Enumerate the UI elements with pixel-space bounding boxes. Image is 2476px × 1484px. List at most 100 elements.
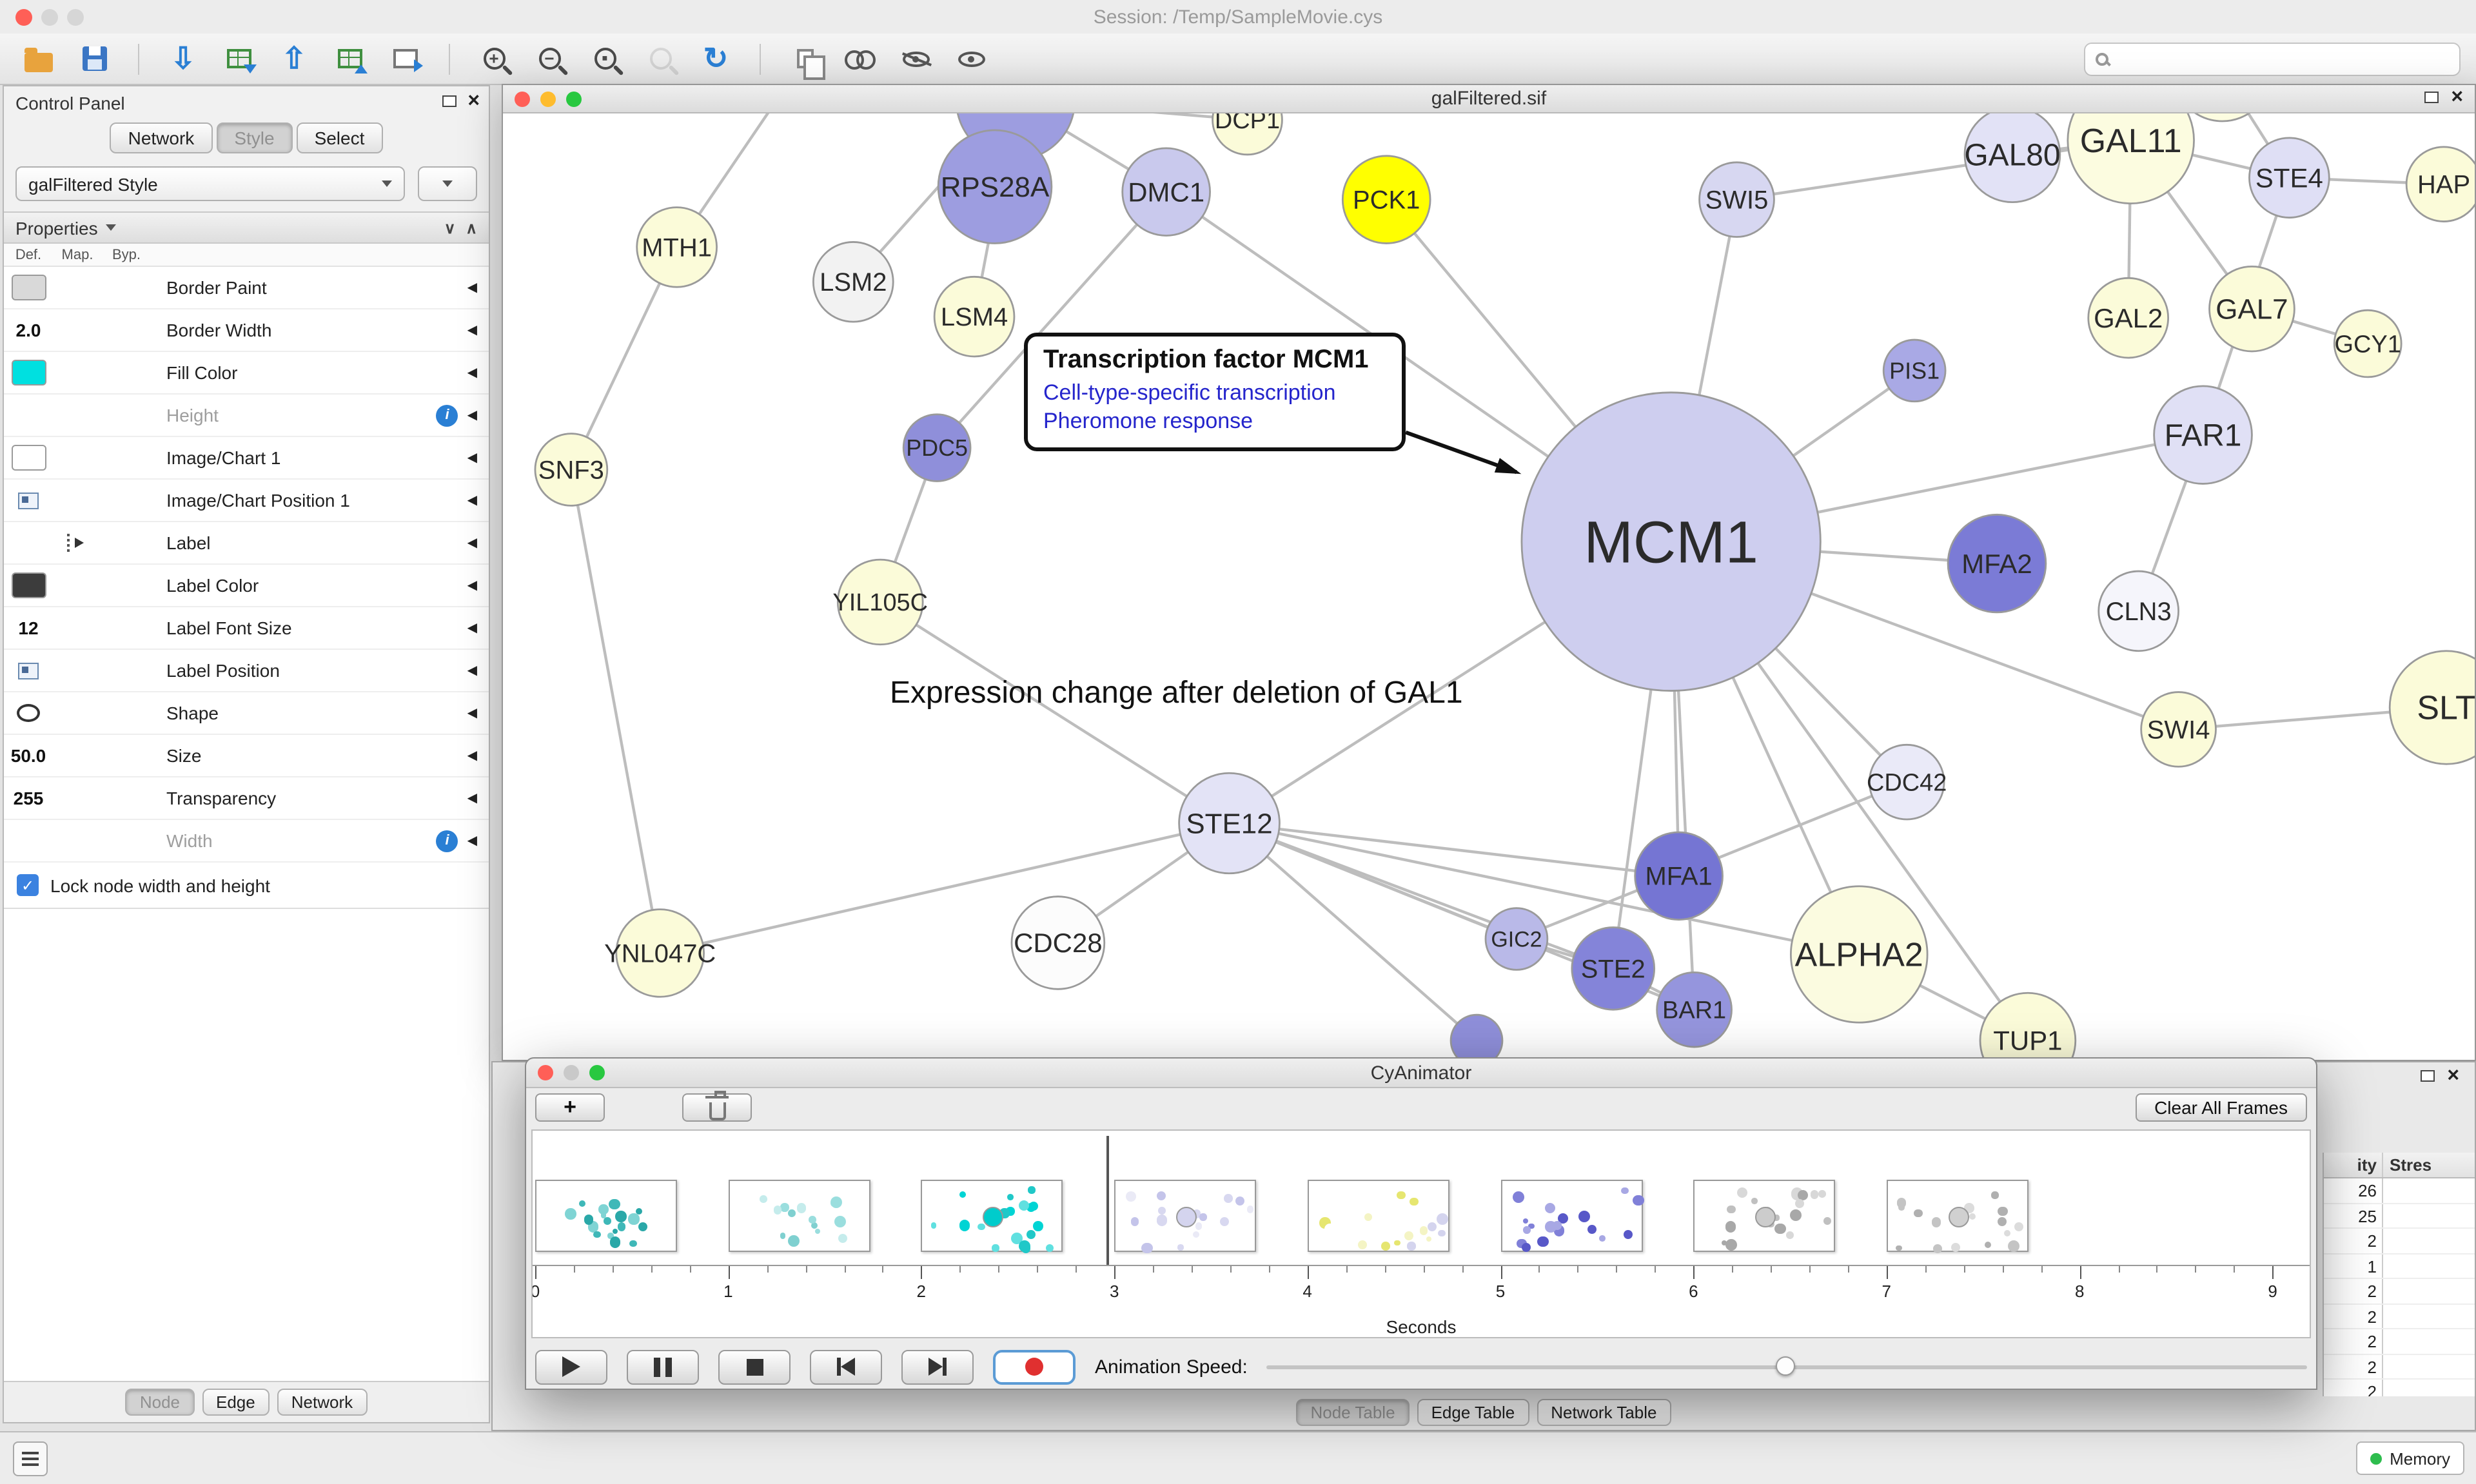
- mapping-cell[interactable]: [53, 692, 102, 734]
- style-options-button[interactable]: [418, 166, 477, 201]
- timeline-playhead[interactable]: [1106, 1136, 1108, 1265]
- frame-thumbnail-6[interactable]: [1693, 1180, 1836, 1252]
- bypass-cell[interactable]: [102, 692, 151, 734]
- default-value-cell[interactable]: [4, 394, 53, 436]
- edge-dcp1-top1[interactable]: [1016, 113, 1248, 122]
- default-value-cell[interactable]: 50.0: [10, 745, 46, 766]
- bypass-cell[interactable]: [102, 479, 151, 522]
- node-swi4[interactable]: [2140, 691, 2217, 768]
- expand-arrow-icon[interactable]: ◀: [467, 578, 477, 592]
- node-tup1[interactable]: [1979, 991, 2077, 1060]
- lock-size-checkbox[interactable]: ✓: [17, 874, 39, 896]
- open-session-button[interactable]: [15, 39, 62, 78]
- mapping-cell[interactable]: [53, 819, 102, 862]
- node-alpha2[interactable]: [1789, 885, 1929, 1024]
- mapping-cell[interactable]: [53, 351, 102, 394]
- property-row-border-paint[interactable]: Border Paint◀: [4, 267, 489, 309]
- first-neighbors-button[interactable]: [837, 39, 883, 78]
- pause-button[interactable]: [627, 1349, 699, 1384]
- default-value-cell[interactable]: [4, 436, 53, 479]
- mapping-cell[interactable]: [53, 436, 102, 479]
- default-value-cell[interactable]: [4, 649, 53, 692]
- expand-arrow-icon[interactable]: ◀: [467, 408, 477, 422]
- default-value-cell[interactable]: [4, 479, 53, 522]
- mapping-cell[interactable]: [53, 777, 102, 819]
- default-value-cell[interactable]: [4, 351, 53, 394]
- import-network-button[interactable]: ⇩: [160, 39, 206, 78]
- stats-row[interactable]: 2: [2324, 1229, 2475, 1254]
- property-row-shape[interactable]: Shape◀: [4, 692, 489, 735]
- frame-thumbnail-5[interactable]: [1500, 1180, 1644, 1253]
- maximize-animator-button[interactable]: [589, 1065, 605, 1080]
- stats-row[interactable]: 2: [2324, 1329, 2475, 1354]
- memory-button[interactable]: Memory: [2356, 1441, 2464, 1475]
- bypass-cell[interactable]: [102, 394, 151, 436]
- clear-all-frames-button[interactable]: Clear All Frames: [2135, 1093, 2307, 1121]
- mapping-cell[interactable]: [53, 309, 102, 351]
- node-cln3[interactable]: [2098, 570, 2179, 652]
- frame-thumbnail-0[interactable]: [535, 1180, 677, 1252]
- node-lsm2[interactable]: [812, 241, 894, 323]
- node-gal11[interactable]: [2067, 113, 2195, 204]
- node-mth1[interactable]: [636, 206, 718, 288]
- edge-mth1-a1[interactable]: [675, 113, 827, 248]
- hide-details-button[interactable]: [892, 39, 939, 78]
- stats-table-header[interactable]: ity Stres: [2324, 1153, 2475, 1178]
- zoom-in-button[interactable]: [471, 39, 517, 78]
- property-row-image-chart-1[interactable]: Image/Chart 1◀: [4, 437, 489, 480]
- node-mcm1[interactable]: [1520, 391, 1822, 692]
- expand-arrow-icon[interactable]: ◀: [467, 706, 477, 720]
- table-tab-network-table[interactable]: Network Table: [1537, 1399, 1671, 1426]
- default-value-cell[interactable]: [4, 692, 53, 734]
- zoom-selected-button[interactable]: [637, 39, 683, 78]
- bypass-cell[interactable]: [102, 734, 151, 777]
- annotation-link-2[interactable]: Pheromone response: [1043, 408, 1253, 433]
- property-row-image-chart-position-1[interactable]: Image/Chart Position 1◀: [4, 480, 489, 522]
- close-panel-icon[interactable]: ×: [467, 90, 480, 112]
- expand-arrow-icon[interactable]: ◀: [467, 834, 477, 848]
- stats-row[interactable]: 2: [2324, 1380, 2475, 1396]
- float-network-icon[interactable]: [2424, 92, 2439, 103]
- tab-style[interactable]: Style: [216, 122, 293, 153]
- property-row-label-position[interactable]: Label Position◀: [4, 650, 489, 692]
- stats-column-2[interactable]: Stres: [2390, 1155, 2432, 1175]
- node-pdc5[interactable]: [902, 413, 972, 482]
- frame-thumbnail-3[interactable]: [1114, 1180, 1257, 1254]
- node-mfa1[interactable]: [1634, 831, 1724, 921]
- node-pis1[interactable]: [1882, 338, 1947, 403]
- property-row-label-color[interactable]: Label Color◀: [4, 565, 489, 607]
- style-dropdown[interactable]: galFiltered Style: [15, 166, 405, 201]
- annotation-link-1[interactable]: Cell-type-specific transcription: [1043, 380, 1336, 405]
- bypass-cell[interactable]: [102, 266, 151, 309]
- default-value-cell[interactable]: [4, 819, 53, 862]
- node-gcy1[interactable]: [2333, 309, 2402, 378]
- delete-frame-button[interactable]: [682, 1090, 752, 1121]
- node-swi5[interactable]: [1698, 161, 1775, 238]
- node-slt[interactable]: [2388, 650, 2475, 765]
- minimize-network-button[interactable]: [540, 92, 556, 107]
- node-ynl047c[interactable]: [615, 908, 705, 998]
- properties-header[interactable]: Properties ∨ ∧: [4, 211, 489, 244]
- snapshot-button[interactable]: [781, 39, 828, 80]
- tab-select[interactable]: Select: [296, 122, 383, 153]
- bypass-cell[interactable]: [102, 777, 151, 819]
- node-gic2[interactable]: [1484, 907, 1549, 971]
- default-value-cell[interactable]: 2.0: [15, 320, 41, 340]
- stats-row[interactable]: 1: [2324, 1254, 2475, 1279]
- table-tab-node-table[interactable]: Node Table: [1296, 1399, 1410, 1426]
- edge-ste12-pbot[interactable]: [1228, 822, 1478, 1042]
- edge-snf3-ynl047c[interactable]: [569, 469, 662, 953]
- minimize-window-button[interactable]: [41, 9, 58, 26]
- mapping-cell[interactable]: [53, 266, 102, 309]
- search-input[interactable]: [2116, 48, 2449, 69]
- edge-pdc5-dmc1[interactable]: [936, 191, 1168, 449]
- minimize-animator-button[interactable]: [564, 1065, 579, 1080]
- expand-arrow-icon[interactable]: ◀: [467, 280, 477, 295]
- node-dmc1[interactable]: [1121, 147, 1211, 237]
- default-value-cell[interactable]: 12: [18, 618, 39, 638]
- expand-arrow-icon[interactable]: ◀: [467, 748, 477, 763]
